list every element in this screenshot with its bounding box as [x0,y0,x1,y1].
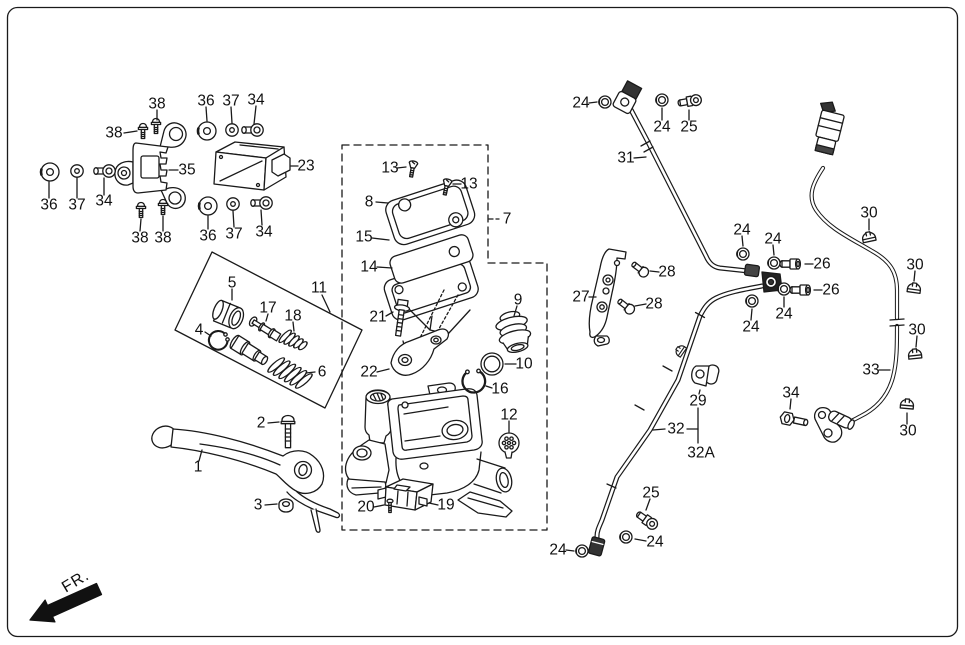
page-border [6,6,959,638]
part-1-lever [151,425,341,533]
part-26-union-bolt [789,284,812,296]
part-35-bracket [114,122,187,210]
part-24-washer [767,256,781,270]
part-34-pin [93,164,116,178]
part-15-plate [389,234,474,284]
part-34-pin [241,123,264,137]
part-23-relay [213,141,291,191]
part-25-banjo-bolt [633,508,661,533]
part-30-clip [860,230,877,244]
part-4-snap-ring [207,329,230,351]
assembly-box-7 [341,144,548,531]
part-38-bolt [137,122,149,140]
part-24-washer [598,95,612,109]
part-24-washer [777,282,791,296]
part-30-clip [899,397,915,410]
part-34-pin [250,196,273,210]
part-37-washer [225,123,239,137]
part-10-oring [480,352,504,376]
front-direction-arrow [29,582,103,623]
part-secondary-piston [229,334,269,366]
part-31-brake-hose [612,80,761,278]
part-19-switch [377,478,434,511]
part-28-bolt [628,258,652,280]
part-8-cap [385,179,476,246]
part-24-washer [745,294,759,308]
part-30-clip [906,281,922,295]
part-34-bolt [779,411,809,427]
part-27-bracket [588,248,627,347]
leader-lines-top-left [48,105,299,232]
part-37-washer [70,164,84,178]
part-28-bolt [614,295,638,317]
part-38-bolt [157,198,169,216]
part-30-clip [907,347,923,360]
part-38-bolt [135,201,147,219]
part-26-union-bolt [779,258,802,270]
part-33-sensor-cable [809,101,905,443]
part-6-spring [267,357,313,389]
part-36-grommet [196,120,218,142]
part-22-clamp [390,328,450,376]
part-9-boot [495,310,532,354]
part-25-banjo-bolt [676,93,703,110]
part-20-screw [386,498,394,514]
part-29-clamp [691,364,720,387]
part-3-nut [278,498,294,513]
part-5-cup [212,299,245,330]
part-24-washer [619,530,633,544]
part-37-washer [226,197,240,211]
part-24-washer [736,247,750,261]
part-38-bolt [150,117,162,135]
part-24-washer [655,93,669,107]
part-21-bolt [393,298,411,337]
part-18-spring [278,329,308,351]
part-2-bolt [280,414,296,449]
part-24-washer [575,544,589,558]
part-17-piston [248,316,282,342]
part-32-brake-hose [587,283,765,557]
part-36-grommet [197,195,219,217]
piston-kit-box-11 [174,251,363,409]
part-16-snap-ring [461,368,487,394]
part-13-screw [406,159,419,179]
part-36-grommet [39,161,61,183]
part-12-connector [498,432,520,459]
